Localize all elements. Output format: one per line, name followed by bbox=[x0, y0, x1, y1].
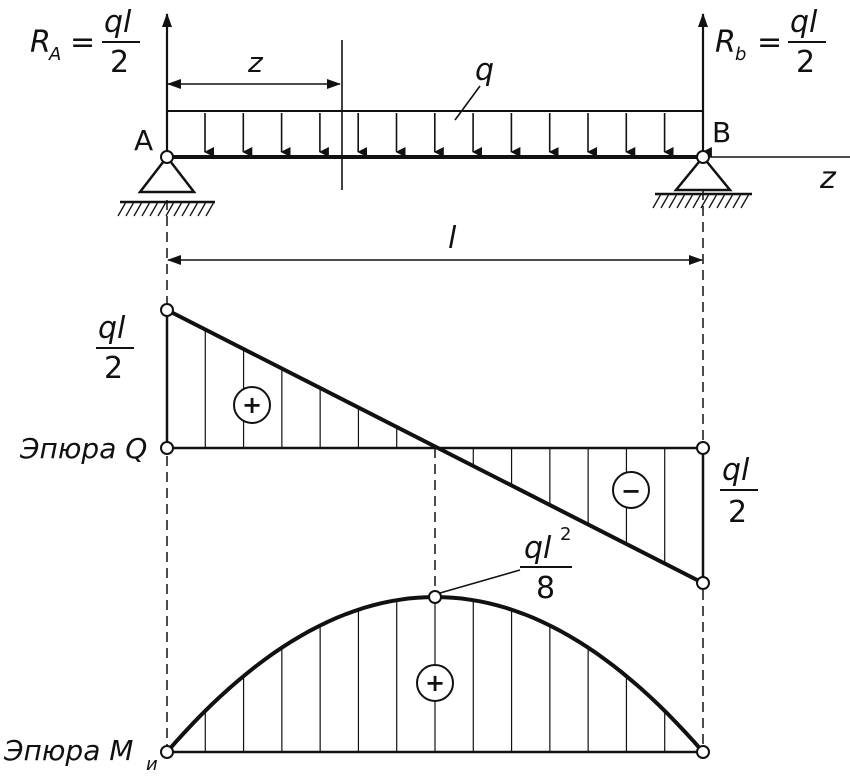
hatch-line bbox=[165, 201, 175, 217]
shear-point-right-bottom bbox=[696, 576, 710, 590]
reaction-b-denominator: 2 bbox=[796, 45, 815, 80]
hatch-line bbox=[740, 193, 750, 209]
moment-diagram-title-subscript: и bbox=[146, 754, 158, 775]
hatch-line bbox=[205, 201, 215, 217]
z-dimension-label: z bbox=[247, 46, 264, 79]
shear-diagram-hatching bbox=[204, 329, 666, 564]
support-a-label: A bbox=[134, 124, 153, 157]
load-label: q bbox=[475, 53, 494, 88]
shear-point-left-base bbox=[160, 441, 174, 455]
shear-point-left-top bbox=[160, 303, 174, 317]
hatch-line bbox=[716, 193, 726, 209]
shear-minus-sign: − bbox=[621, 477, 641, 505]
hatch-line bbox=[133, 201, 143, 217]
moment-diagram-title: Эпюра M bbox=[3, 734, 133, 767]
load-label-leader bbox=[454, 85, 481, 121]
hatch-line bbox=[724, 193, 734, 209]
hatch-line bbox=[197, 201, 207, 217]
moment-point-max bbox=[428, 590, 442, 604]
support-a-hatching bbox=[117, 201, 215, 217]
hatch-line bbox=[173, 201, 183, 217]
moment-max-denominator: 8 bbox=[536, 571, 555, 606]
shear-left-denominator: 2 bbox=[104, 351, 123, 386]
moment-max-numerator: ql bbox=[524, 531, 552, 566]
hatch-line bbox=[668, 193, 678, 209]
reaction-b-equals: = bbox=[757, 25, 782, 60]
moment-max-leader bbox=[439, 569, 521, 594]
hatch-line bbox=[708, 193, 718, 209]
moment-point-right bbox=[696, 745, 710, 759]
hatch-line bbox=[157, 201, 167, 217]
hatch-line bbox=[125, 201, 135, 217]
hatch-line bbox=[652, 193, 662, 209]
shear-left-numerator: ql bbox=[98, 311, 126, 346]
hatch-line bbox=[732, 193, 742, 209]
shear-plus-circle bbox=[233, 386, 271, 424]
shear-right-denominator: 2 bbox=[728, 495, 747, 530]
reaction-a-numerator: ql bbox=[104, 5, 132, 40]
z-axis-label: z bbox=[819, 161, 837, 196]
shear-point-right-base bbox=[696, 441, 710, 455]
hatch-line bbox=[189, 201, 199, 217]
moment-plus-sign: + bbox=[425, 669, 445, 697]
support-b-hatching bbox=[652, 193, 750, 209]
span-label: l bbox=[448, 221, 457, 256]
hatch-line bbox=[141, 201, 151, 217]
reaction-b-symbol: R bbox=[715, 25, 736, 60]
hatch-line bbox=[692, 193, 702, 209]
distributed-load-arrows bbox=[204, 113, 712, 157]
shear-diagram-title: Эпюра Q bbox=[19, 432, 147, 465]
shear-right-numerator: ql bbox=[722, 453, 750, 488]
hatch-line bbox=[660, 193, 670, 209]
hatch-line bbox=[676, 193, 686, 209]
reaction-a-equals: = bbox=[70, 25, 95, 60]
shear-line bbox=[166, 308, 704, 585]
hinge-a bbox=[160, 150, 174, 164]
moment-plus-circle bbox=[416, 664, 454, 702]
hinge-b bbox=[696, 150, 710, 164]
reaction-a-symbol: R bbox=[30, 25, 51, 60]
hatch-line bbox=[684, 193, 694, 209]
hatch-line bbox=[181, 201, 191, 217]
moment-diagram-hatching bbox=[204, 597, 666, 752]
reaction-b-numerator: ql bbox=[790, 5, 818, 40]
reaction-a-subscript: A bbox=[48, 44, 61, 65]
shear-plus-sign: + bbox=[242, 391, 262, 419]
support-b-label: B bbox=[712, 116, 731, 149]
reaction-a-denominator: 2 bbox=[110, 45, 129, 80]
hatch-line bbox=[700, 193, 710, 209]
reaction-b-subscript: b bbox=[735, 44, 746, 65]
support-a-triangle bbox=[137, 154, 197, 194]
moment-max-exponent: 2 bbox=[560, 524, 571, 545]
moment-point-left bbox=[160, 745, 174, 759]
hatch-line bbox=[149, 201, 159, 217]
hatch-line bbox=[117, 201, 127, 217]
shear-minus-circle bbox=[612, 471, 650, 509]
